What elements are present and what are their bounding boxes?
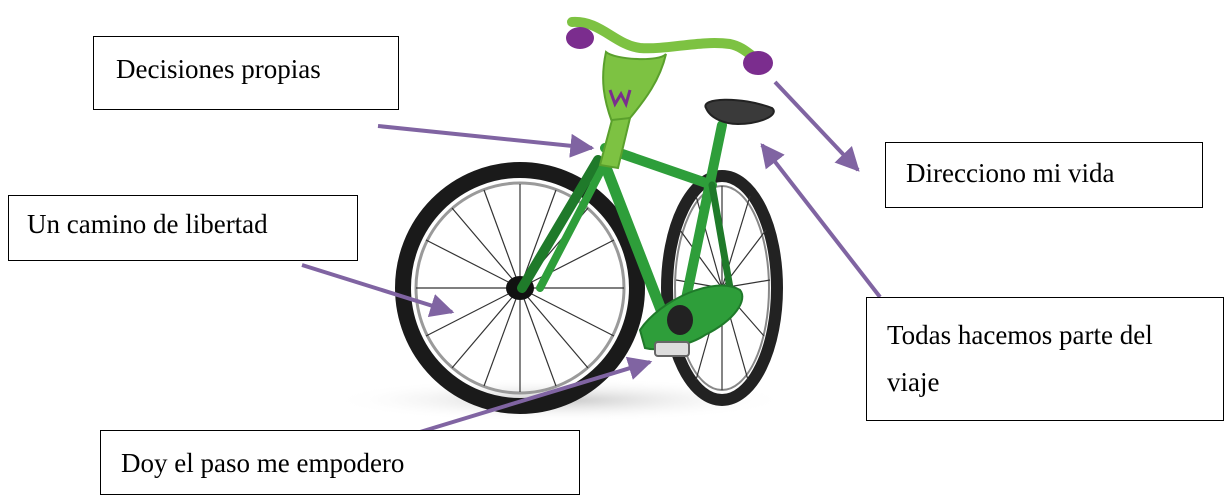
arrow-direcciono — [775, 82, 858, 170]
pointer-arrows — [302, 82, 880, 432]
crank — [667, 305, 693, 335]
label-camino-text: Un camino de libertad — [27, 208, 357, 240]
label-direcciono-mi-vida: Direcciono mi vida — [885, 142, 1203, 208]
label-doy-text: Doy el paso me empodero — [121, 447, 579, 479]
label-todas-line2: viaje — [887, 359, 1223, 406]
label-un-camino: Un camino de libertad — [8, 195, 358, 261]
label-todas-hacemos: Todas hacemos parte del viaje — [866, 297, 1224, 421]
arrow-decisiones — [378, 126, 592, 148]
label-decisiones-propias: Decisiones propias — [93, 36, 399, 110]
label-direcciono-text: Direcciono mi vida — [906, 157, 1202, 189]
uterus-handlebar — [566, 22, 773, 168]
label-todas-line1: Todas hacemos parte del — [887, 312, 1223, 359]
bicycle-seat — [705, 100, 773, 124]
label-doy-el-paso: Doy el paso me empodero — [100, 430, 580, 495]
pedal — [655, 342, 689, 356]
label-decisiones-text: Decisiones propias — [116, 53, 398, 85]
